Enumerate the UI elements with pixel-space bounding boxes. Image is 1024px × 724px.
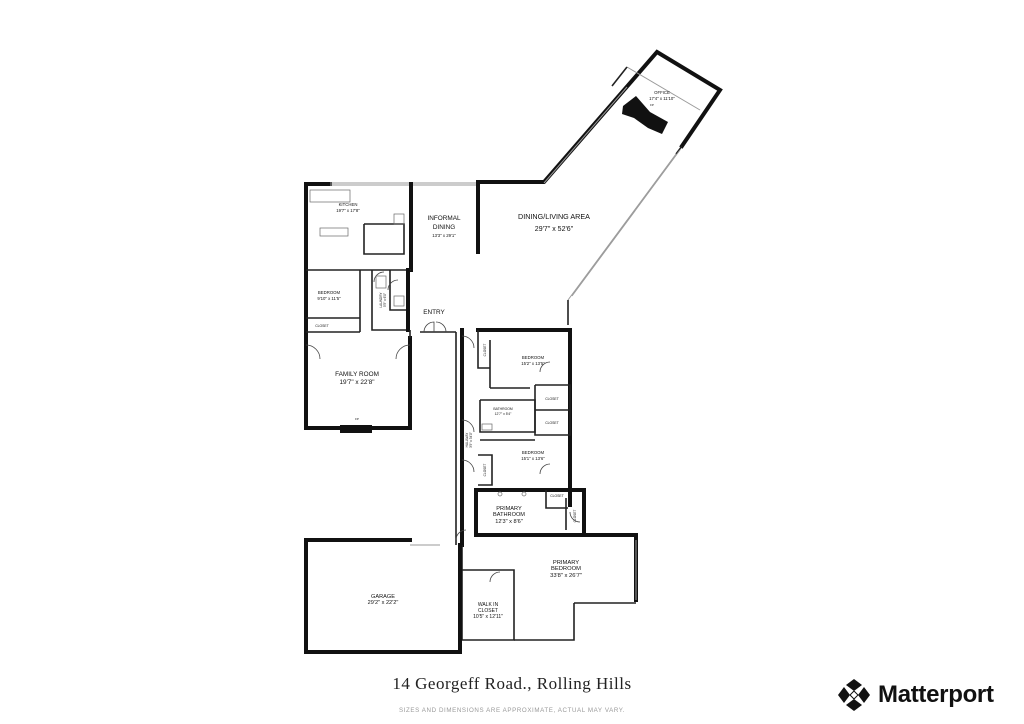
- room-informal-dining-name-1: INFORMAL: [427, 215, 460, 222]
- room-closet-2-name: CLOSET: [545, 397, 559, 401]
- room-closet-west-name: CLOSET: [315, 324, 329, 328]
- room-kitchen-name: KITCHEN: [339, 202, 358, 207]
- room-family-name: FAMILY ROOM: [335, 371, 379, 378]
- room-office-name: OFFICE: [654, 90, 670, 95]
- room-walk-in-dims: 10'5" x 12'11": [473, 614, 503, 620]
- room-bedroom-3-dims: 15'1" x 13'6": [521, 456, 545, 461]
- room-entry-name: ENTRY: [423, 309, 445, 316]
- room-bathroom-name: BATHROOM: [493, 407, 513, 411]
- room-informal-dining-dims: 13'3" x 29'1": [432, 233, 456, 238]
- room-bedroom-west-dims: 9'10" x 11'5": [317, 296, 341, 301]
- room-laundry-dims: 5'5" x 6'0": [383, 293, 387, 307]
- room-primary-bedroom-dims: 33'8" x 26'7": [550, 573, 582, 579]
- room-office-dims: 17'4" x 11'10": [649, 96, 675, 101]
- brand-name: Matterport: [878, 681, 994, 708]
- room-family-tag: FP: [355, 417, 359, 421]
- room-family-dims: 19'7" x 22'8": [339, 379, 374, 386]
- room-bedroom-3-name: BEDROOM: [522, 450, 545, 455]
- room-kitchen-dims: 19'7" x 17'8": [336, 208, 360, 213]
- room-bedroom-west-name: BEDROOM: [318, 290, 341, 295]
- doors: [305, 271, 581, 583]
- room-laundry-name: LAUNDRY: [379, 292, 383, 308]
- room-primary-bath-dims: 12'3" x 8'6": [495, 519, 523, 525]
- room-bedroom-2-name: BEDROOM: [522, 355, 545, 360]
- room-bedroom-2-dims: 15'2" x 13'5": [521, 361, 545, 366]
- room-informal-dining-name-2: DINING: [433, 224, 455, 231]
- room-closet-3-name: CLOSET: [545, 421, 559, 425]
- room-primary-bath-name-1: PRIMARY: [496, 506, 522, 512]
- size-disclaimer: SIZES AND DIMENSIONS ARE APPROXIMATE, AC…: [398, 707, 626, 714]
- room-primary-bath-name-2: BATHROOM: [493, 512, 525, 518]
- room-dining-living-name: DINING/LIVING AREA: [518, 212, 590, 221]
- room-garage-name: GARAGE: [371, 594, 395, 600]
- matterport-brand: Matterport: [836, 675, 994, 715]
- room-labels: OFFICE 17'4" x 11'10" FP KITCHEN 19'7" x…: [315, 90, 675, 620]
- room-walk-in-name-1: WALK IN: [478, 602, 499, 608]
- office-furniture: [622, 96, 668, 134]
- room-closet-5-name: CLOSET: [573, 510, 577, 523]
- room-walk-in-name-2: CLOSET: [478, 608, 498, 614]
- room-hallway-dims: 3'9" x 34'0": [469, 432, 473, 448]
- room-hallway-name: HALLWAY: [465, 432, 469, 448]
- room-office-tag: FP: [650, 103, 654, 107]
- room-dining-living-dims: 29'7" x 52'6": [535, 226, 574, 233]
- room-primary-bedroom-name-1: PRIMARY: [553, 560, 579, 566]
- matterport-logo-icon: [838, 679, 870, 711]
- walls: [304, 49, 723, 654]
- room-closet-hall-1-name: CLOSET: [483, 344, 487, 357]
- room-bathroom-dims: 12'7" x 5'4": [495, 412, 513, 416]
- room-closet-hall-2-name: CLOSET: [483, 464, 487, 477]
- property-address: 14 Georgeff Road., Rolling Hills: [392, 674, 632, 693]
- room-closet-4-name: CLOSET: [550, 494, 564, 498]
- room-garage-dims: 29'2" x 22'2": [368, 600, 399, 606]
- fixtures: [309, 96, 668, 497]
- room-primary-bedroom-name-2: BEDROOM: [551, 566, 581, 572]
